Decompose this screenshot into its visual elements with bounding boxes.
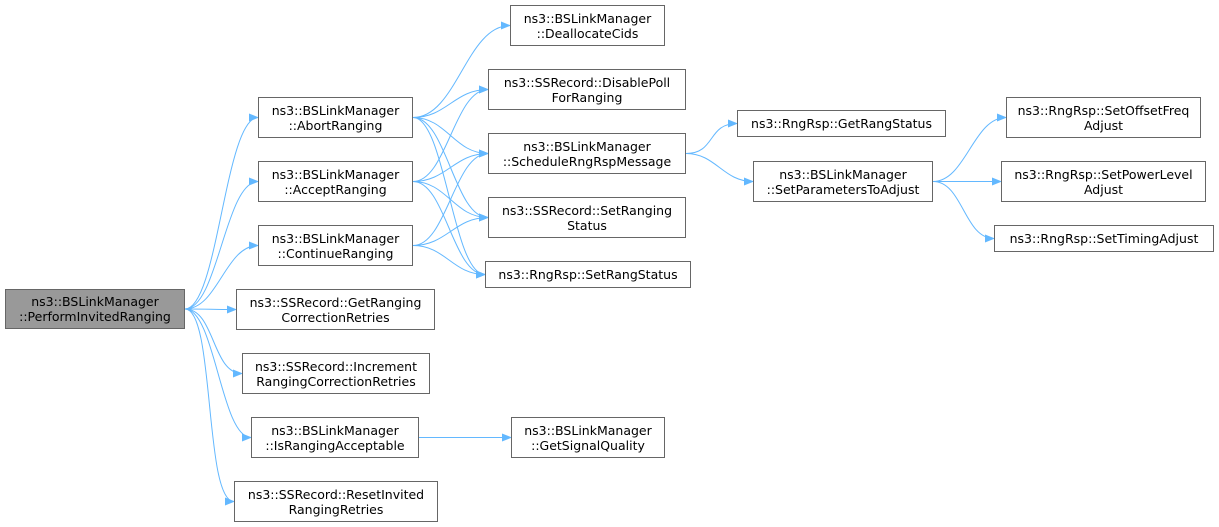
edge-continue-to-sched [412, 149, 489, 246]
node-label-line2: ForRanging [551, 89, 623, 105]
edge-perform-to-abort [184, 113, 259, 310]
edge-perform-to-reset [184, 308, 235, 506]
node-label-line2: ::AbortRanging [288, 117, 383, 133]
node-get-signal-quality[interactable]: ns3::BSLinkManager ::GetSignalQuality [511, 417, 665, 458]
edge-perform-to-incr [184, 308, 243, 378]
node-set-ranging-status[interactable]: ns3::SSRecord::SetRanging Status [488, 197, 686, 238]
node-label-line1: ns3::RngRsp::SetRangStatus [498, 267, 678, 282]
node-label-line2: ::IsRangingAcceptable [265, 437, 405, 453]
edge-abort-to-dealloc [412, 21, 511, 118]
node-disable-poll-for-ranging[interactable]: ns3::SSRecord::DisablePoll ForRanging [488, 69, 686, 110]
node-label-line1: ns3::BSLinkManager [271, 230, 400, 246]
node-label-line2: ::AcceptRanging [284, 181, 387, 197]
edge-perform-to-isacc [184, 308, 252, 442]
edge-perform-to-getcorr [184, 305, 237, 314]
edge-setparams-to-offset [932, 113, 1007, 182]
node-label-line1: ns3::SSRecord::GetRanging [249, 294, 422, 310]
node-label-line2: Status [567, 217, 607, 233]
edge-perform-to-accept [184, 177, 259, 310]
node-set-parameters-to-adjust[interactable]: ns3::BSLinkManager ::SetParametersToAdju… [753, 161, 933, 202]
node-label-line2: RangingCorrectionRetries [256, 373, 416, 389]
node-schedule-rng-rsp-message[interactable]: ns3::BSLinkManager ::ScheduleRngRspMessa… [488, 133, 686, 174]
node-set-timing-adjust[interactable]: ns3::RngRsp::SetTimingAdjust [994, 225, 1214, 252]
node-set-offset-freq-adjust[interactable]: ns3::RngRsp::SetOffsetFreq Adjust [1006, 97, 1201, 138]
node-label-line2: ::ScheduleRngRspMessage [502, 153, 672, 169]
node-label-line1: ns3::RngRsp::GetRangStatus [751, 116, 932, 131]
node-get-rang-status[interactable]: ns3::RngRsp::GetRangStatus [737, 110, 946, 137]
node-label-line2: Adjust [1083, 181, 1124, 197]
node-label-line2: ::SetParametersToAdjust [766, 181, 920, 197]
node-label-line2: Adjust [1083, 117, 1124, 133]
node-label-line1: ns3::SSRecord::Increment [254, 358, 418, 374]
node-label-line1: ns3::RngRsp::SetOffsetFreq [1017, 102, 1190, 118]
node-set-rang-status[interactable]: ns3::RngRsp::SetRangStatus [485, 261, 691, 288]
node-label-line1: ns3::RngRsp::SetTimingAdjust [1009, 231, 1199, 246]
node-label-line1: ns3::BSLinkManager [31, 294, 159, 309]
node-label-line2: ::PerformInvitedRanging [19, 309, 171, 324]
node-label-line1: ns3::RngRsp::SetPowerLevel [1014, 166, 1193, 182]
edge-accept-to-disable [412, 85, 489, 182]
node-label-line1: ns3::SSRecord::SetRanging [501, 202, 673, 218]
node-label-line1: ns3::BSLinkManager [523, 10, 652, 26]
edge-perform-to-continue [184, 241, 259, 310]
edge-accept-to-sched [412, 149, 489, 182]
edge-setparams-to-timing [932, 181, 995, 243]
node-label-line2: ::GetSignalQuality [531, 437, 645, 453]
node-label-line1: ns3::BSLinkManager [524, 422, 652, 438]
node-label-line1: ns3::SSRecord::DisablePoll [503, 74, 671, 90]
node-accept-ranging[interactable]: ns3::BSLinkManager ::AcceptRanging [258, 161, 413, 202]
node-label-line1: ns3::BSLinkManager [779, 166, 907, 182]
node-label-line1: ns3::BSLinkManager [523, 138, 651, 154]
node-increment-ranging-correction-retries[interactable]: ns3::SSRecord::Increment RangingCorrecti… [242, 353, 430, 394]
node-label-line2: RangingRetries [288, 501, 384, 517]
node-perform-invited-ranging[interactable]: ns3::BSLinkManager ::PerformInvitedRangi… [5, 289, 185, 329]
edge-abort-to-disable [412, 85, 489, 118]
node-set-power-level-adjust[interactable]: ns3::RngRsp::SetPowerLevel Adjust [1001, 161, 1206, 202]
node-label-line2: CorrectionRetries [281, 309, 390, 325]
edge-sched-to-getrang [685, 119, 738, 154]
node-deallocate-cids[interactable]: ns3::BSLinkManager ::DeallocateCids [510, 5, 665, 46]
edge-sched-to-setparams [685, 153, 754, 186]
node-label-line2: ::ContinueRanging [277, 245, 394, 261]
node-abort-ranging[interactable]: ns3::BSLinkManager ::AbortRanging [258, 97, 413, 138]
edge-accept-to-setrang [412, 181, 486, 279]
node-is-ranging-acceptable[interactable]: ns3::BSLinkManager ::IsRangingAcceptable [251, 417, 419, 458]
node-reset-invited-ranging-retries[interactable]: ns3::SSRecord::ResetInvited RangingRetri… [234, 481, 438, 522]
node-label-line1: ns3::BSLinkManager [271, 102, 400, 118]
node-label-line2: ::DeallocateCids [536, 25, 639, 41]
edge-continue-to-setrstat [412, 213, 489, 246]
node-continue-ranging[interactable]: ns3::BSLinkManager ::ContinueRanging [258, 225, 413, 266]
node-label-line1: ns3::BSLinkManager [271, 422, 399, 438]
node-label-line1: ns3::BSLinkManager [271, 166, 400, 182]
edge-abort-to-setrang [412, 117, 486, 279]
node-get-ranging-correction-retries[interactable]: ns3::SSRecord::GetRanging CorrectionRetr… [236, 289, 435, 330]
edge-continue-to-setrang [412, 245, 486, 279]
node-label-line1: ns3::SSRecord::ResetInvited [247, 486, 425, 502]
